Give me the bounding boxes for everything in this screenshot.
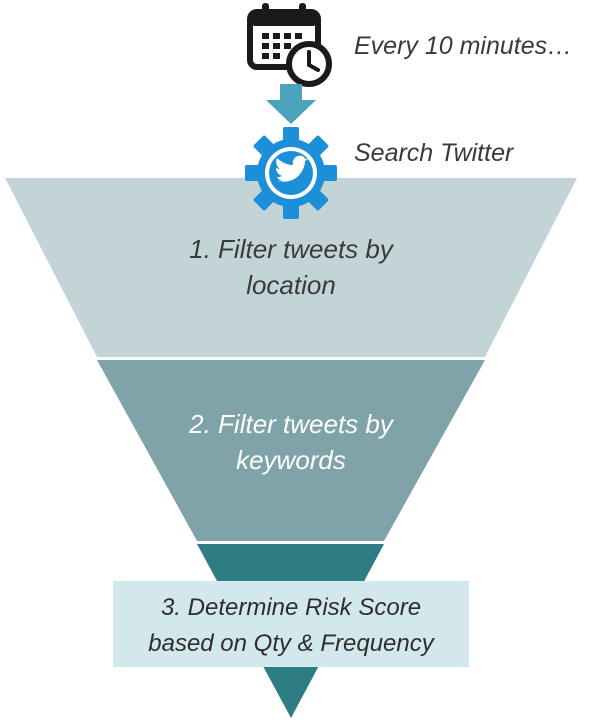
stage-1-label-line1: 1. Filter tweets by — [189, 234, 395, 264]
schedule-label: Every 10 minutes… — [354, 32, 572, 60]
stage-3-label-line2: based on Qty & Frequency — [148, 630, 435, 657]
stage-1-label-line2: location — [246, 270, 336, 300]
calendar-clock-icon — [247, 3, 332, 87]
twitter-gear-icon — [245, 127, 337, 219]
stage-2-label-line2: keywords — [236, 445, 346, 475]
arrow-down-icon — [266, 84, 316, 124]
stage-3-callout-box — [113, 581, 469, 667]
stage-2-label-line1: 2. Filter tweets by — [188, 409, 395, 439]
funnel-stage-1 — [5, 178, 577, 357]
stage-3-label-line1: 3. Determine Risk Score — [161, 594, 421, 621]
search-twitter-label: Search Twitter — [354, 139, 515, 167]
funnel-stage-2 — [97, 360, 485, 541]
